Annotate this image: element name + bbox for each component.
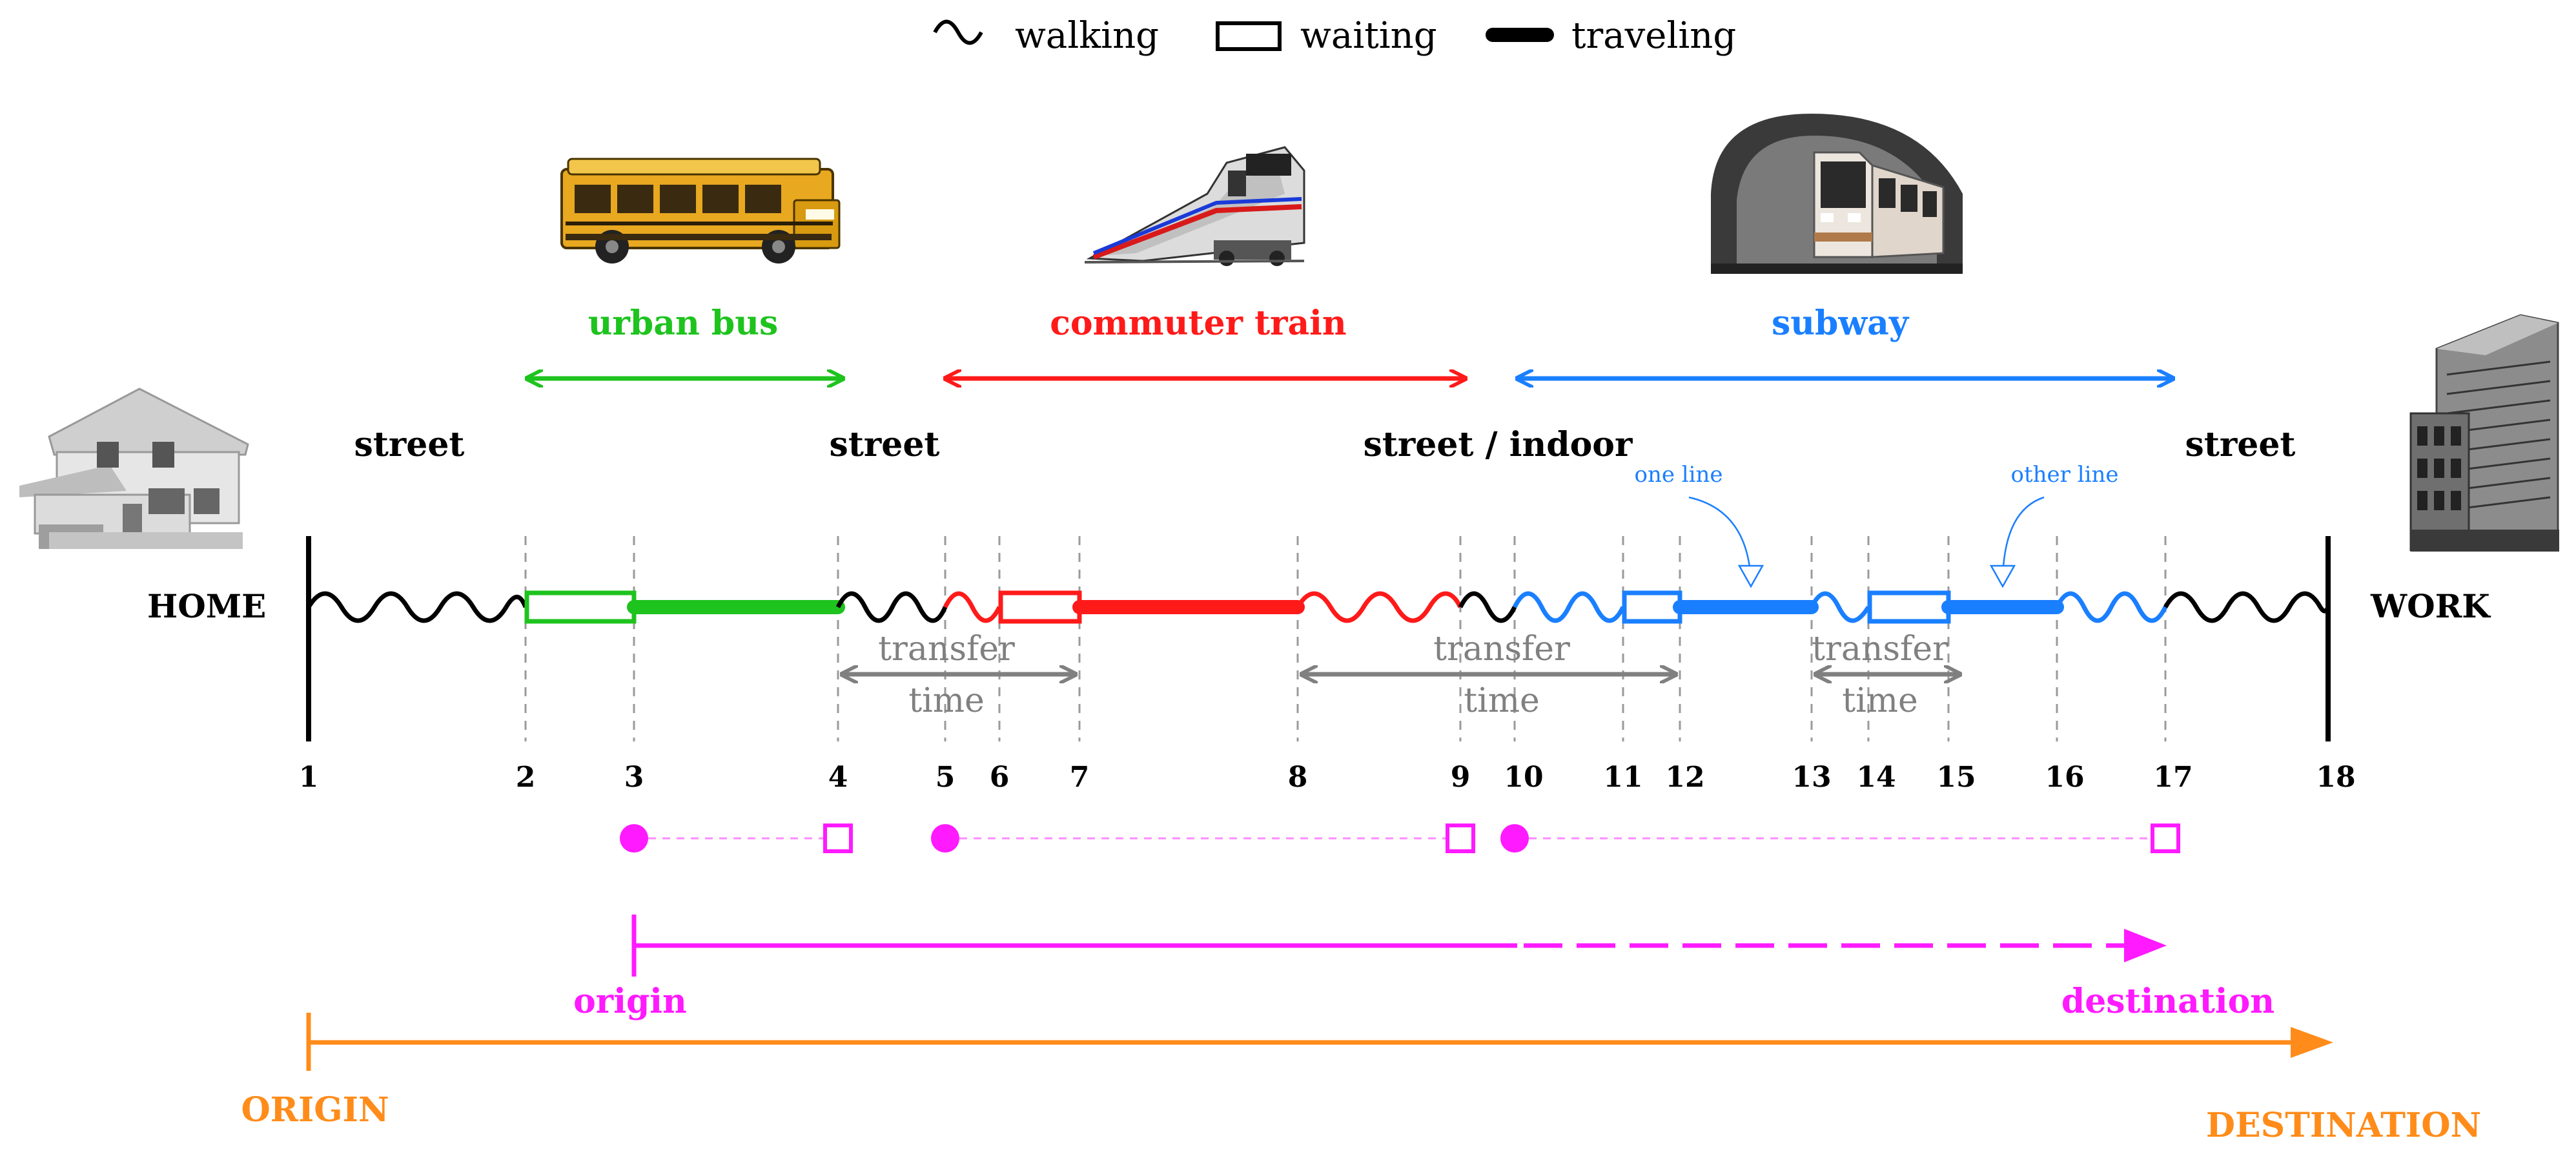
alighting-marker [823,823,853,853]
mode-bus-label: urban bus [588,304,779,343]
origin-label: origin [573,982,687,1021]
tick-label: 12 [1665,761,1704,794]
destination-label: destination [2061,982,2274,1021]
place-label-street-1: street [354,425,465,464]
tick-label: 5 [935,761,956,794]
wait-segment-6-7 [998,590,1082,624]
walk-segment-5-6 [943,591,1002,623]
tick-label: 10 [1504,761,1543,794]
wait-segment-2-3 [524,590,637,624]
annotation-other-line: other line [1989,462,2119,588]
transfer-time-3: transfer time [1812,630,1960,720]
tick-label: 17 [2153,761,2193,794]
boarding-marker [931,824,959,853]
wait-segment-14-15 [1867,590,1951,624]
legend-waiting-symbol [1216,21,1282,51]
tick-label: 6 [990,761,1010,794]
place-label-street-4: street [2185,425,2296,464]
tick-label: 4 [828,761,848,794]
tick-label: 15 [1936,761,1976,794]
alighting-marker [2151,823,2180,853]
tick-label: 1 [299,761,319,794]
home-label: HOME [147,587,266,625]
tick-label: 13 [1792,761,1831,794]
transfer-time-2-label-b: time [1464,681,1540,720]
legend-walking-label: walking [1015,15,1159,57]
walk-segment-13-14 [1809,591,1870,623]
mode-train: commuter train [945,304,1466,378]
tick-label: 9 [1451,761,1471,794]
office-building-icon [2409,314,2559,552]
transfer-time-1-label-a: transfer [878,630,1015,668]
train-icon [1084,146,1305,266]
place-label-street-2: street [830,425,940,464]
work-label: WORK [2370,587,2491,625]
walk-segment-1-2 [307,591,528,623]
walk-segment-10-11 [1512,591,1626,623]
legend: walking waiting traveling [933,15,1736,57]
alighting-marker [1446,823,1475,853]
walk-segment-17-18 [2163,591,2331,623]
walk-segment-4-5 [835,591,948,623]
od-large-arrow: ORIGIN DESTINATION [241,1013,2481,1145]
transfer-time-1: transfer time [842,630,1076,720]
annotation-one-line: one line [1634,462,1764,588]
tick-label: 14 [1856,761,1896,794]
tick-label: 16 [2045,761,2084,794]
transfer-time-1-label-b: time [908,681,985,720]
legend-walking-symbol [933,19,983,45]
walk-segment-8-9 [1296,591,1463,623]
transfer-time-2-label-a: transfer [1433,630,1570,668]
house-icon [19,388,249,549]
transfer-time-3-label-a: transfer [1812,630,1948,668]
ORIGIN-label: ORIGIN [241,1090,389,1130]
tick-label: 11 [1603,761,1642,794]
tick-label: 2 [516,761,536,794]
bus-icon [560,158,841,264]
wait-segment-11-12 [1622,590,1682,624]
tick-label: 18 [2316,761,2355,794]
walk-segment-16-17 [2054,591,2168,623]
boarding-marker [1500,824,1529,853]
mode-bus: urban bus [527,304,843,378]
guide-lines [524,536,2167,741]
mode-train-label: commuter train [1050,304,1346,343]
walk-segment-9-10 [1458,591,1517,623]
DESTINATION-label: DESTINATION [2206,1106,2481,1145]
subway-icon [1711,114,1963,274]
annotation-other-line-label: other line [2011,462,2119,488]
transfer-time-3-label-b: time [1842,681,1918,720]
transfer-time-2: transfer time [1302,630,1676,720]
mode-subway-label: subway [1772,304,1910,343]
od-links [620,823,2180,853]
tick-labels: 1 2 3 4 5 6 7 8 9 10 11 12 13 14 15 16 1… [299,761,2356,794]
tick-label: 7 [1070,761,1090,794]
annotation-one-line-label: one line [1634,462,1722,488]
legend-waiting-label: waiting [1300,15,1437,57]
tick-label: 8 [1288,761,1308,794]
boarding-marker [620,824,648,853]
tick-label: 3 [624,761,644,794]
legend-traveling-label: traveling [1571,15,1736,57]
mode-subway: subway [1517,304,2173,378]
od-small-arrow: origin destination [573,915,2274,1021]
place-label-street-indoor: street / indoor [1364,425,1633,464]
